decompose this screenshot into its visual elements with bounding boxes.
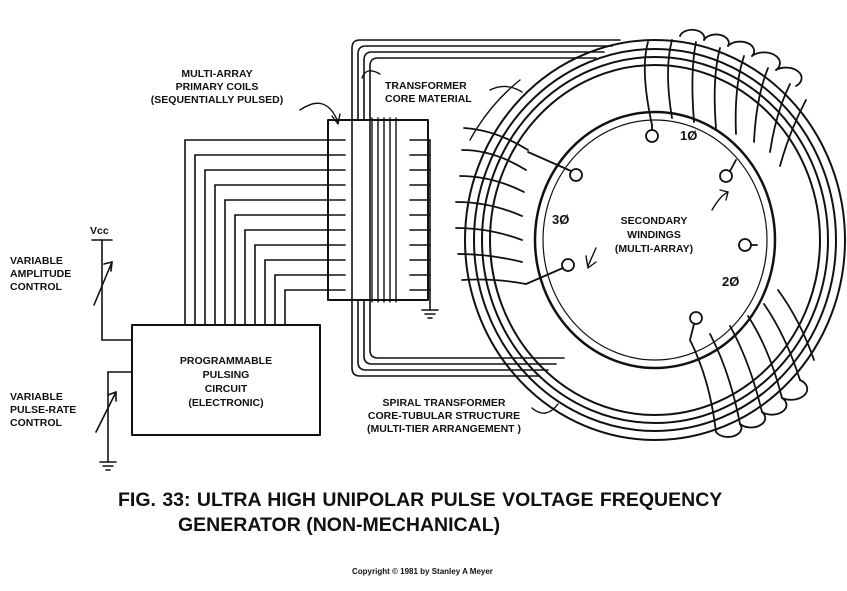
core-material-label: TRANSFORMER CORE MATERIAL [385,80,472,105]
primary-coil-taps [184,139,431,311]
svg-text:SPIRAL TRANSFORMER: SPIRAL TRANSFORMER [383,397,506,409]
svg-text:PRIMARY COILS: PRIMARY COILS [176,81,259,93]
phase-3-label: 3Ø [552,212,569,227]
pulsing-circuit-box [131,324,321,436]
svg-text:CORE-TUBULAR STRUCTURE: CORE-TUBULAR STRUCTURE [368,410,520,422]
figure-caption-line-2: GENERATOR (NON-MECHANICAL) [178,514,501,536]
control-wiring [91,139,286,463]
winding-terminals [525,124,758,341]
annotation-leaders [299,70,729,414]
figure-caption-line-1: FIG. 33: ULTRA HIGH UNIPOLAR PULSE VOLTA… [118,489,723,511]
primary-coil-stack [327,117,429,303]
svg-text:CIRCUIT: CIRCUIT [205,383,248,395]
primary-coils-label: MULTI-ARRAY PRIMARY COILS (SEQUENTIALLY … [151,68,283,106]
svg-text:TRANSFORMER: TRANSFORMER [385,80,467,92]
secondary-windings [455,28,815,438]
ground-symbol [99,309,439,471]
pulsing-circuit-label: PROGRAMMABLE PULSING CIRCUIT (ELECTRONIC… [180,355,272,409]
spiral-core-label: SPIRAL TRANSFORMER CORE-TUBULAR STRUCTUR… [367,397,521,435]
svg-text:(MULTI-TIER ARRANGEMENT ): (MULTI-TIER ARRANGEMENT ) [367,423,521,435]
svg-text:PROGRAMMABLE: PROGRAMMABLE [180,355,272,367]
svg-text:VARIABLE: VARIABLE [10,255,63,267]
vcc-label: Vcc [90,225,109,237]
svg-text:CONTROL: CONTROL [10,417,62,429]
svg-text:SECONDARY: SECONDARY [621,215,688,227]
svg-text:(SEQUENTIALLY PULSED): (SEQUENTIALLY PULSED) [151,94,283,106]
svg-text:VARIABLE: VARIABLE [10,391,63,403]
svg-text:(ELECTRONIC): (ELECTRONIC) [188,397,263,409]
svg-text:CONTROL: CONTROL [10,281,62,293]
copyright-notice: Copyright © 1981 by Stanley A Meyer [352,567,493,576]
svg-text:AMPLITUDE: AMPLITUDE [10,268,71,280]
phase-1-label: 1Ø [680,128,697,143]
phase-2-label: 2Ø [722,274,739,289]
svg-text:PULSING: PULSING [203,369,250,381]
toroid-core [464,39,846,441]
svg-text:CORE MATERIAL: CORE MATERIAL [385,93,472,105]
transformer-core-material [351,39,621,377]
pulse-rate-control-label: VARIABLE PULSE-RATE CONTROL [10,391,76,429]
svg-text:(MULTI-ARRAY): (MULTI-ARRAY) [615,243,693,255]
svg-text:PULSE-RATE: PULSE-RATE [10,404,76,416]
amplitude-control-label: VARIABLE AMPLITUDE CONTROL [10,255,71,293]
svg-text:MULTI-ARRAY: MULTI-ARRAY [181,68,252,80]
svg-text:WINDINGS: WINDINGS [627,229,681,241]
secondary-windings-label: SECONDARY WINDINGS (MULTI-ARRAY) [615,215,693,255]
